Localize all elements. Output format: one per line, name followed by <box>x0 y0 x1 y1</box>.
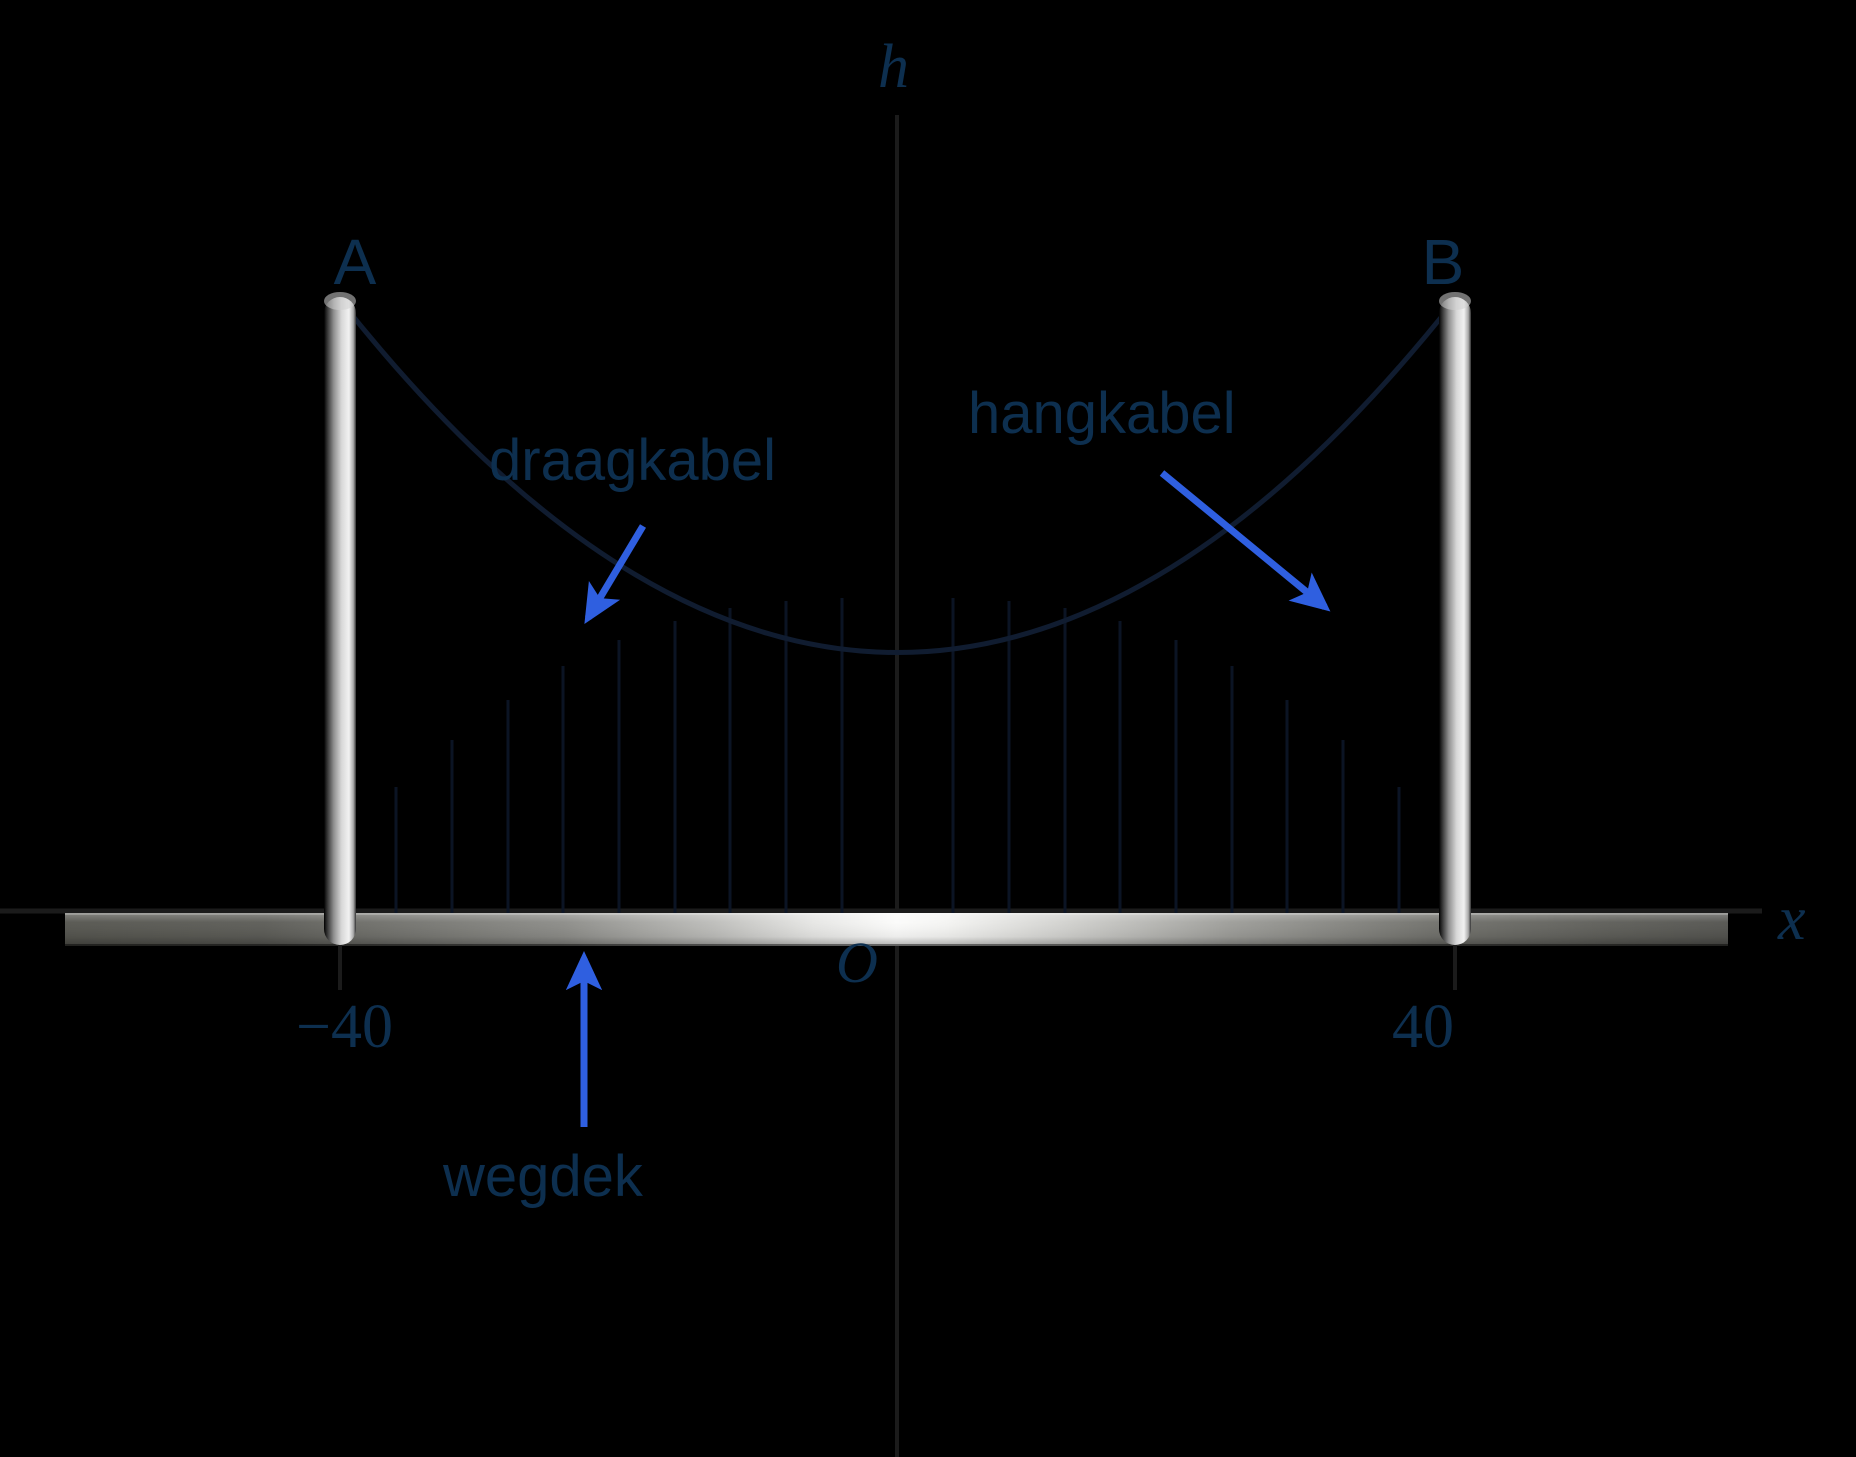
wegdek-label: wegdek <box>443 1144 643 1209</box>
tower-a-label: A <box>333 226 377 298</box>
axes <box>0 115 1762 1457</box>
origin-label: O <box>836 930 878 995</box>
wegdek-deck <box>65 913 1728 946</box>
hangkabel-arrow <box>1159 470 1331 612</box>
x-tick-label-40: 40 <box>1392 993 1454 1061</box>
annotation-arrows <box>565 470 1331 1127</box>
tower-b <box>1439 292 1471 990</box>
tower-b-label: B <box>1421 226 1465 298</box>
tower-a <box>324 292 356 990</box>
hangkabel-label: hangkabel <box>968 381 1236 446</box>
x-axis-label: x <box>1778 885 1806 953</box>
draagkabel-label: draagkabel <box>489 428 776 493</box>
x-tick-label-minus-40: −40 <box>296 993 393 1061</box>
h-axis-label: h <box>878 33 909 101</box>
draagkabel-arrow <box>584 524 647 625</box>
draagkabel-curve <box>338 298 1457 655</box>
